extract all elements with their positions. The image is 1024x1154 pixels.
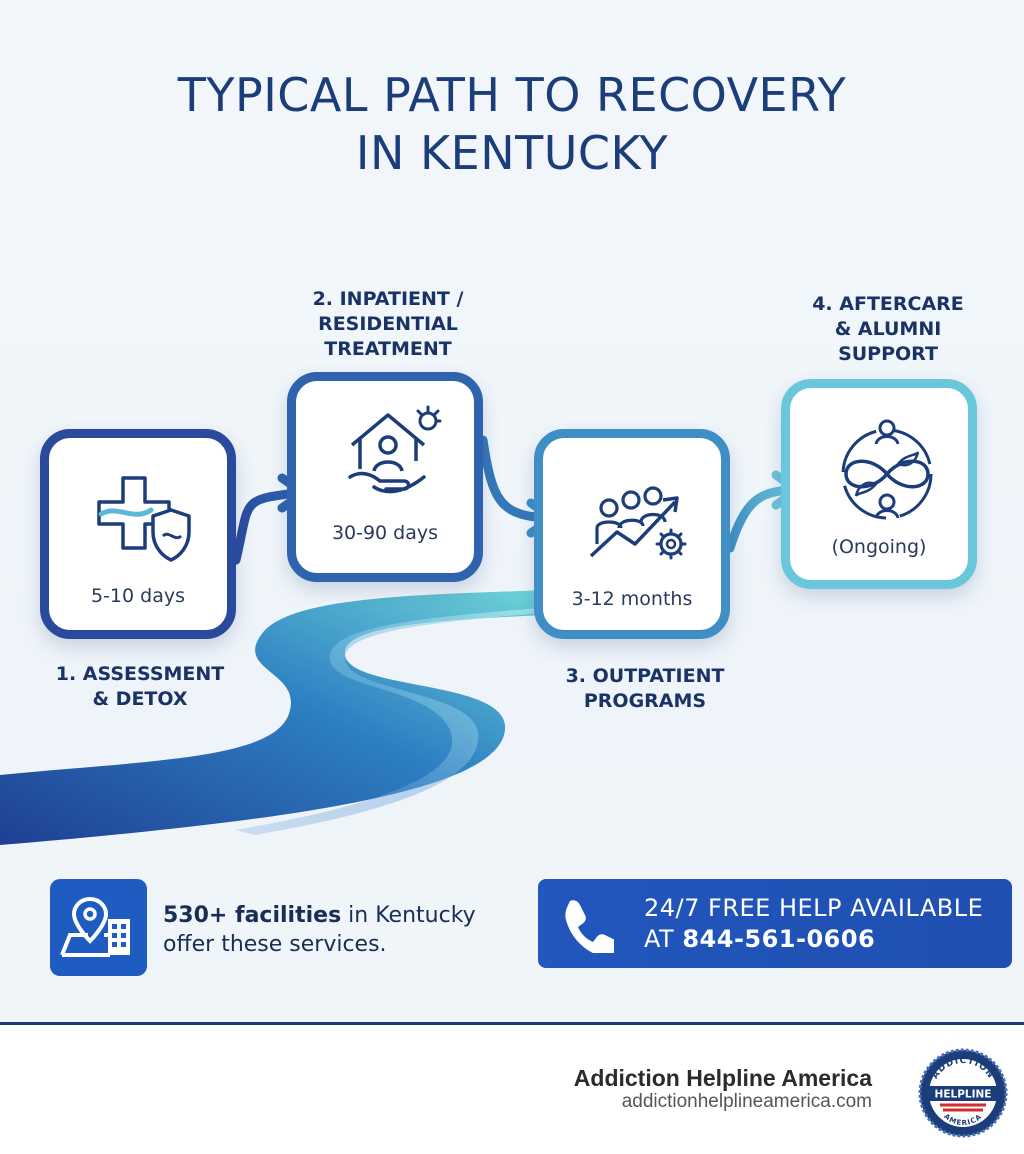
- step-4-card: (Ongoing): [781, 379, 977, 589]
- brand-name: Addiction Helpline America: [573, 1065, 872, 1091]
- page-title: TYPICAL PATH TO RECOVERY IN KENTUCKY: [0, 66, 1024, 182]
- facilities-note: 530+ facilities in Kentucky offer these …: [163, 901, 503, 959]
- facilities-rest: in Kentucky offer these services.: [163, 903, 476, 957]
- helpline-line-1: 24/7 FREE HELP AVAILABLE: [644, 894, 984, 922]
- group-growth-gear-icon: [589, 486, 687, 560]
- house-hand-person-icon: [348, 405, 442, 494]
- step-3-card: 3-12 months: [534, 429, 730, 639]
- step-2-duration: 30-90 days: [331, 522, 439, 544]
- step-1-card: 5-10 days: [40, 429, 236, 639]
- step-1-duration: 5-10 days: [90, 585, 185, 607]
- step-3-label: 3. OUTPATIENT PROGRAMS: [565, 665, 725, 712]
- helpline-banner[interactable]: 24/7 FREE HELP AVAILABLE AT 844-561-0606: [538, 879, 1012, 968]
- step-3-duration: 3-12 months: [571, 588, 693, 610]
- step-1-label: 1. ASSESSMENT & DETOX: [55, 663, 225, 710]
- step-2-card: 30-90 days: [287, 372, 483, 582]
- helpline-line-2: AT 844-561-0606: [644, 925, 876, 953]
- phone-icon: [565, 900, 614, 953]
- helpline-phone-number[interactable]: 844-561-0606: [682, 925, 876, 953]
- step-4-label: 4. AFTERCARE & ALUMNI SUPPORT: [812, 293, 964, 365]
- title-line-2: IN KENTUCKY: [355, 126, 669, 180]
- medical-cross-shield-icon: [97, 476, 191, 562]
- footer: [0, 1025, 1024, 1154]
- step-2-label: 2. INPATIENT / RESIDENTIAL TREATMENT: [312, 288, 464, 360]
- road-illustration: [0, 590, 545, 845]
- step-4-duration: (Ongoing): [831, 536, 927, 558]
- brand-url[interactable]: addictionhelplineamerica.com: [621, 1091, 872, 1112]
- footer-divider: [0, 1022, 1024, 1025]
- helpline-america-seal-logo: ADDICTION HELPLINE AMERICA: [918, 1048, 1008, 1138]
- facilities-count: 530+ facilities: [163, 903, 342, 928]
- infinity-people-leaf-icon: [841, 419, 933, 520]
- seal-text-middle: HELPLINE: [935, 1089, 992, 1101]
- title-line-1: TYPICAL PATH TO RECOVERY: [177, 68, 847, 122]
- map-pin-building-icon: [50, 879, 147, 976]
